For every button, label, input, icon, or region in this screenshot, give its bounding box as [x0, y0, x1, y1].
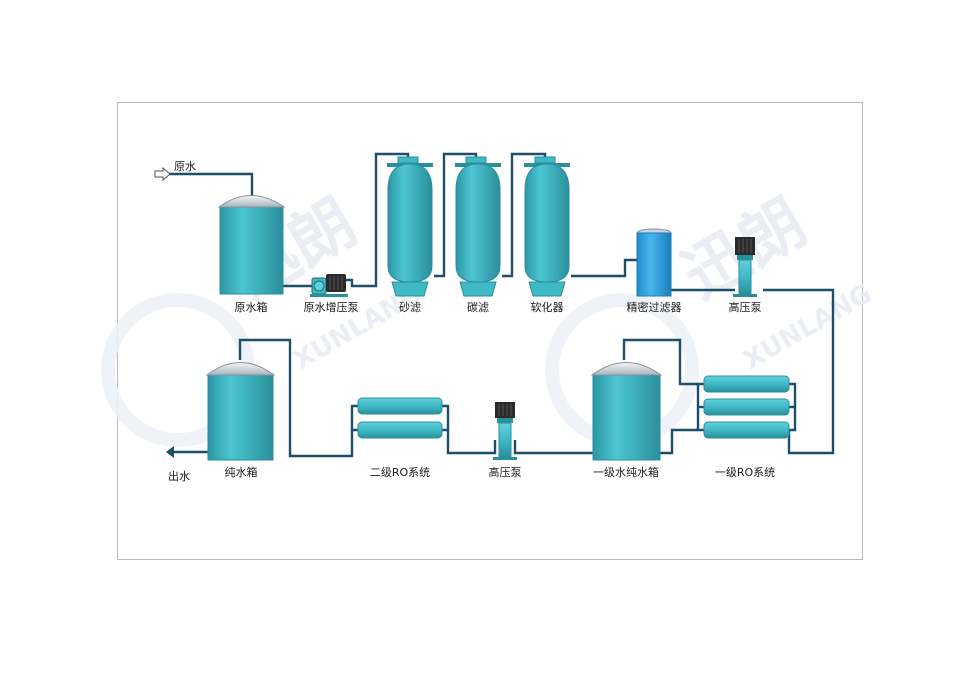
label-water-out: 出水 [168, 469, 190, 483]
label-sand-filter: 砂滤 [399, 301, 421, 314]
label-primary-pure-tank: 一级水纯水箱 [593, 465, 659, 479]
secondary-ro-system [357, 397, 443, 439]
label-carbon-filter: 碳滤 [467, 300, 489, 314]
high-pressure-pump-2 [493, 402, 517, 460]
high-pressure-pump-1 [733, 237, 757, 297]
raw-water-tank [217, 195, 286, 295]
label-softener: 软化器 [531, 300, 564, 314]
labels: 原水 原水箱 原水增压泵 砂滤 碳滤 软化器 精密过滤器 高压泵 一级RO系统 … [168, 160, 775, 483]
carbon-filter [455, 156, 501, 297]
label-hp-pump-2: 高压泵 [489, 465, 522, 479]
label-raw-water-tank: 原水箱 [235, 300, 268, 314]
watermark-en-2: XUNLANG [739, 279, 878, 376]
sand-filter [387, 156, 433, 297]
outlet-arrow-icon [166, 446, 174, 458]
label-precision-filter: 精密过滤器 [627, 300, 682, 314]
raw-water-booster-pump [310, 274, 348, 297]
softener [524, 156, 570, 297]
label-raw-water-in: 原水 [174, 160, 196, 173]
pure-water-tank [205, 362, 276, 461]
primary-pure-water-tank [590, 362, 663, 461]
pipes [165, 152, 835, 458]
label-primary-ro: 一级RO系统 [715, 466, 775, 479]
inlet-arrow-icon [154, 166, 171, 182]
label-hp-pump-1: 高压泵 [729, 300, 762, 314]
precision-filter [636, 228, 672, 297]
label-booster-pump: 原水增压泵 [304, 300, 359, 314]
primary-ro-system [703, 375, 790, 439]
label-secondary-ro: 二级RO系统 [370, 466, 430, 479]
label-pure-water-tank: 纯水箱 [225, 465, 258, 479]
